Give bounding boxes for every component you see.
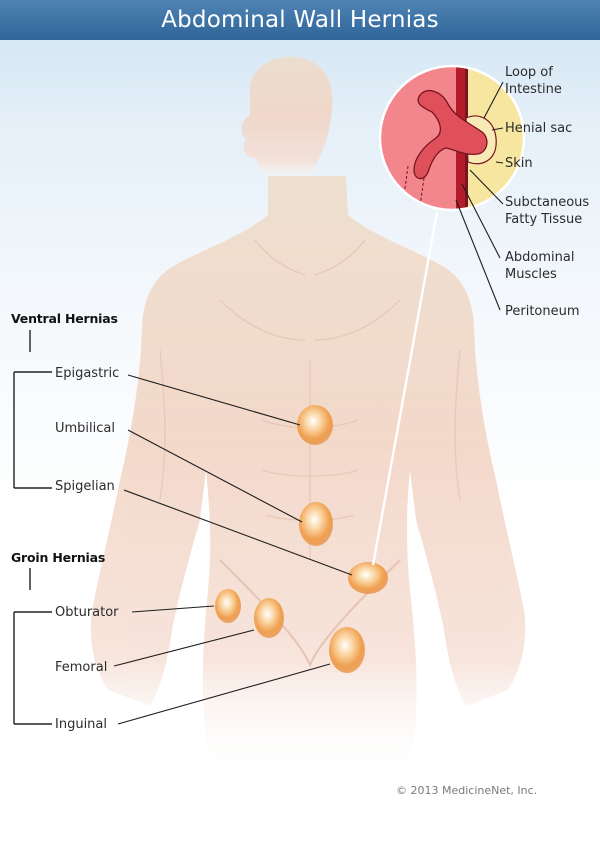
label-femoral: Femoral xyxy=(55,660,107,675)
hernia-epigastric xyxy=(297,405,333,445)
ventral-hernias-heading: Ventral Hernias xyxy=(11,311,118,326)
hernia-femoral xyxy=(254,598,284,638)
hernia-spigelian xyxy=(348,562,388,594)
hernia-obturator xyxy=(215,589,241,623)
label-spigelian: Spigelian xyxy=(55,479,115,494)
label-inguinal: Inguinal xyxy=(55,717,107,732)
groin-hernias-heading: Groin Hernias xyxy=(11,550,105,565)
groin-bracket xyxy=(14,568,52,724)
label-epigastric: Epigastric xyxy=(55,366,119,381)
inset-label-peritoneum: Peritoneum xyxy=(505,303,580,320)
hernia-inguinal xyxy=(329,627,365,673)
inset-label-skin: Skin xyxy=(505,155,533,172)
ventral-bracket xyxy=(14,330,52,488)
copyright-notice: © 2013 MedicineNet, Inc. xyxy=(396,784,537,797)
label-obturator: Obturator xyxy=(55,605,119,620)
label-umbilical: Umbilical xyxy=(55,421,115,436)
inset-label-henial-sac: Henial sac xyxy=(505,120,572,137)
hernia-umbilical xyxy=(299,502,333,546)
